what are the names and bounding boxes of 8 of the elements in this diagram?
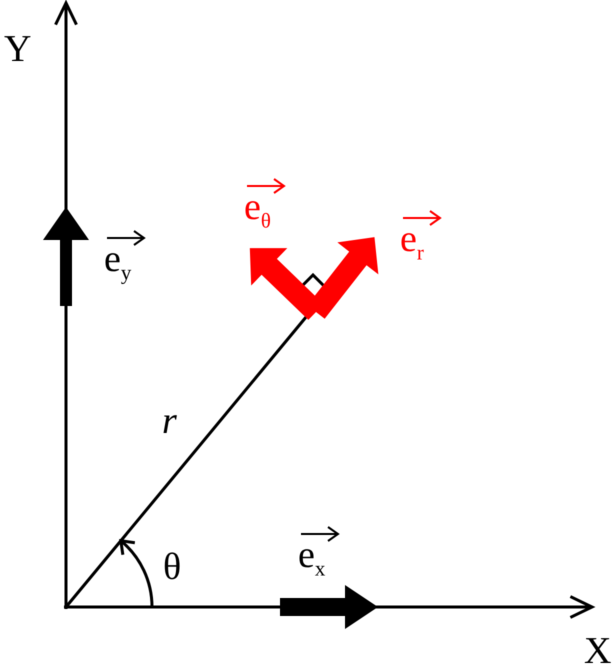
vector-label: e$_{θ}$	[244, 188, 271, 232]
vector-label: e$_{r}$	[400, 220, 424, 264]
vector-label: e$_{x}$	[298, 536, 326, 580]
axis-label: r	[162, 402, 177, 440]
vector-label: e$_{y}$	[104, 240, 132, 284]
axis-label: θ	[163, 548, 182, 586]
axis-label: X	[584, 632, 612, 670]
axis-label: Y	[4, 30, 32, 68]
